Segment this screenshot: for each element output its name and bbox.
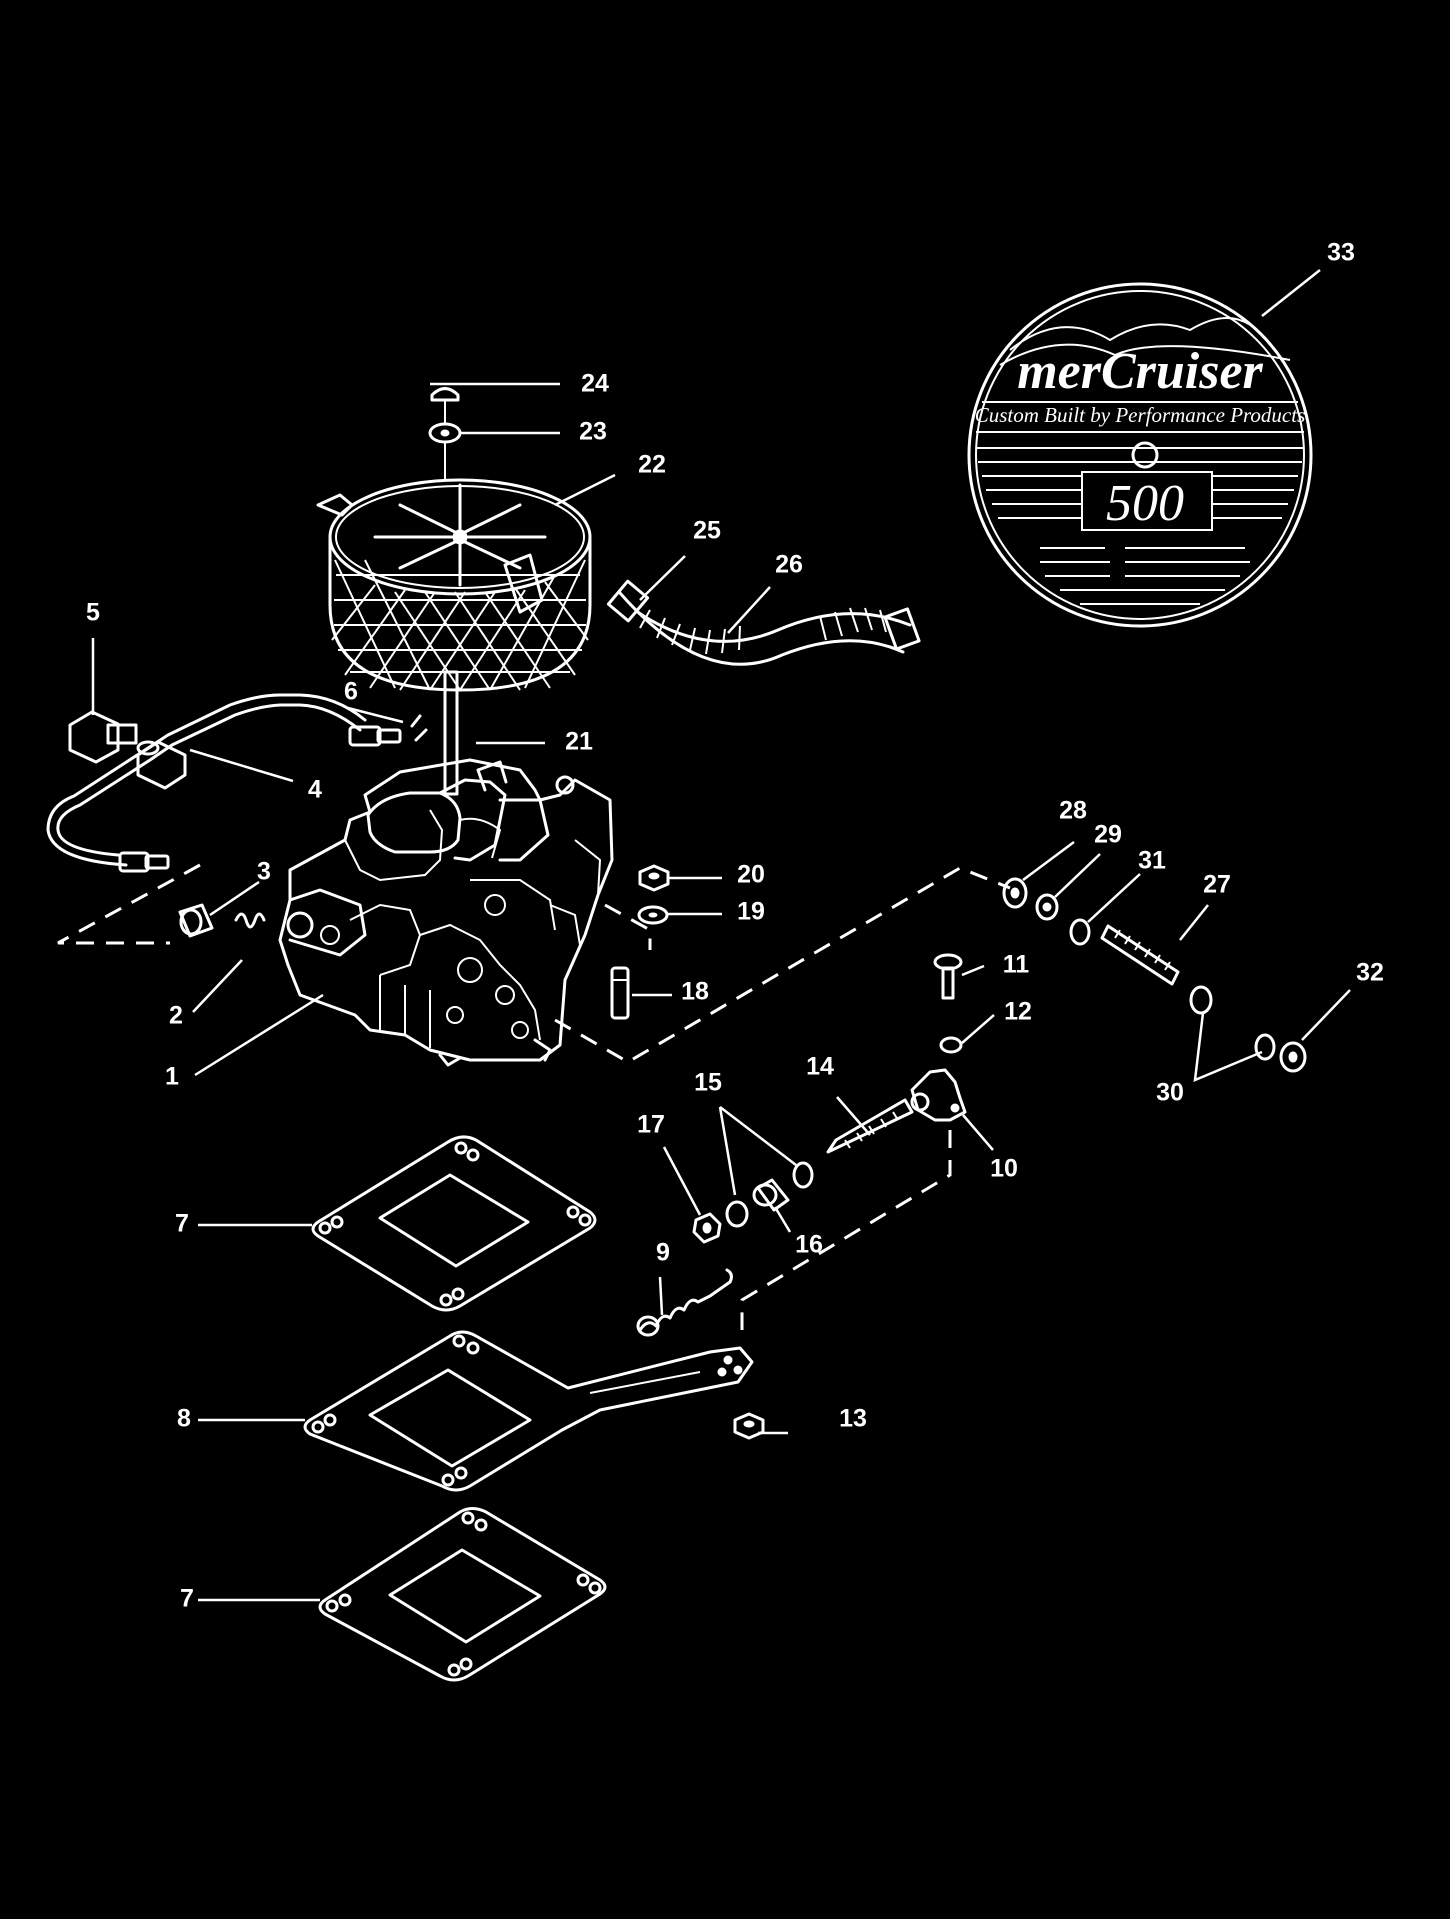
- callout-15: 15: [694, 1069, 722, 1097]
- callout-9: 9: [656, 1239, 670, 1267]
- gasket-7-lower: [318, 1507, 607, 1682]
- nut-29: [1035, 893, 1059, 921]
- fuel-inlet-fitting-3: [178, 903, 214, 938]
- callout-3: 3: [257, 858, 271, 886]
- washer-30a: [1189, 985, 1213, 1015]
- nut-17: [692, 1212, 722, 1244]
- washer-19: [637, 905, 669, 925]
- bracket-10: [910, 1068, 967, 1122]
- callout-26: 26: [775, 551, 803, 579]
- nut-20: [638, 864, 670, 892]
- callout-17: 17: [637, 1111, 665, 1139]
- washer-31: [1069, 918, 1091, 946]
- stud-21: [443, 670, 459, 796]
- callout-7-upper: 7: [175, 1210, 189, 1238]
- callout-13: 13: [839, 1405, 867, 1433]
- callout-2: 2: [169, 1002, 183, 1030]
- washer-15a: [792, 1161, 814, 1189]
- washer-15b: [725, 1200, 749, 1228]
- callout-20: 20: [737, 861, 765, 889]
- fuel-line-fitting-top: [348, 725, 402, 747]
- callout-5: 5: [86, 599, 100, 627]
- callout-31: 31: [1138, 847, 1166, 875]
- callout-6: 6: [344, 678, 358, 706]
- decal-brand: merCruiser: [1017, 343, 1263, 400]
- callout-33: 33: [1327, 239, 1355, 267]
- washer-30b: [1254, 1033, 1276, 1061]
- callout-30: 30: [1156, 1079, 1184, 1107]
- washer-23: [428, 422, 462, 444]
- stud-27: [1100, 924, 1180, 986]
- callout-4: 4: [308, 776, 322, 804]
- nut-13: [733, 1412, 765, 1440]
- leader-lines: [91, 269, 1351, 1602]
- fuel-filter-5-block: [68, 710, 138, 764]
- spacer-16: [752, 1178, 790, 1212]
- callout-1: 1: [165, 1063, 179, 1091]
- fuel-line-4: [46, 693, 402, 873]
- vent-hose-25-26: [606, 579, 921, 666]
- wing-nut-24: [430, 387, 460, 402]
- callout-25: 25: [693, 517, 721, 545]
- callout-29: 29: [1094, 821, 1122, 849]
- callout-16: 16: [795, 1231, 823, 1259]
- callout-7-lower: 7: [180, 1585, 194, 1613]
- callout-11: 11: [1003, 951, 1030, 979]
- decal-fine-print: [1040, 547, 1250, 605]
- gasket-7-upper: [311, 1135, 597, 1312]
- decal-model: 500: [1106, 475, 1184, 532]
- decal-33: merCruiser Custom Built by Performance P…: [967, 282, 1313, 628]
- fuel-line-clamp: [136, 740, 187, 790]
- callout-24: 24: [581, 370, 609, 398]
- nut-32: [1279, 1041, 1307, 1073]
- nut-28: [1002, 877, 1028, 909]
- callout-23: 23: [579, 418, 607, 446]
- fuel-line-fitting-bottom: [118, 851, 170, 873]
- callout-21: 21: [565, 728, 593, 756]
- callout-14: 14: [806, 1053, 834, 1081]
- throttle-plate-8: [303, 1330, 754, 1492]
- callout-22: 22: [638, 451, 666, 479]
- callout-labels: 1 2 3 4 5 6 7 7 8 9 10 11 12 13 14 15 16…: [86, 239, 1384, 1613]
- assembly-dashed-lines: [57, 863, 1011, 1330]
- cotter-pin-6: [410, 714, 428, 742]
- air-cleaner-22: [316, 478, 592, 692]
- callout-18: 18: [681, 978, 709, 1006]
- carburetor-1: [278, 758, 614, 1067]
- stud-14: [826, 1098, 914, 1154]
- washer-12: [939, 1036, 963, 1054]
- callout-12: 12: [1004, 998, 1032, 1026]
- screw-11: [933, 953, 963, 1000]
- decal-tagline: Custom Built by Performance Products: [975, 403, 1306, 427]
- filter-spring-2: [234, 912, 266, 929]
- callout-32: 32: [1356, 959, 1384, 987]
- callout-28: 28: [1059, 797, 1087, 825]
- callout-27: 27: [1203, 871, 1231, 899]
- spring-9: [636, 1268, 733, 1337]
- callout-10: 10: [990, 1155, 1018, 1183]
- tube-18: [610, 966, 630, 1020]
- callout-8: 8: [177, 1405, 191, 1433]
- callout-19: 19: [737, 898, 765, 926]
